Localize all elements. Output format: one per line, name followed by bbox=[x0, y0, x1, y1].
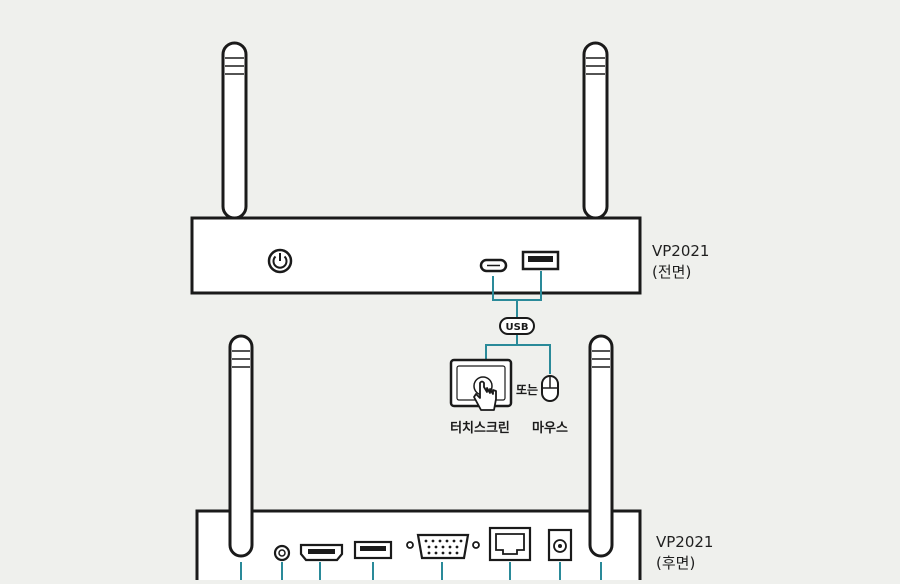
vga-port-icon bbox=[406, 533, 480, 560]
rear-right-antenna bbox=[588, 334, 614, 558]
dc-power-port-icon bbox=[547, 528, 573, 562]
rear-device-body bbox=[195, 509, 642, 584]
front-side-label: (전면) bbox=[652, 263, 692, 281]
usb-badge: USB bbox=[499, 317, 535, 335]
touchscreen-label: 터치스크린 bbox=[450, 420, 510, 436]
usb-c-port-icon bbox=[479, 258, 508, 273]
front-left-antenna bbox=[221, 41, 248, 220]
rear-left-antenna bbox=[228, 334, 254, 558]
power-button-icon bbox=[267, 248, 293, 274]
rear-port-leader-lines bbox=[240, 562, 602, 580]
usb-badge-text: USB bbox=[506, 322, 529, 333]
ethernet-port-icon bbox=[488, 526, 532, 562]
hdmi-port-icon bbox=[299, 543, 344, 562]
rear-side-label: (후면) bbox=[656, 554, 696, 572]
rear-model-label: VP2021 bbox=[656, 533, 714, 551]
usb-connector-lines bbox=[485, 271, 551, 374]
or-text: 또는 bbox=[516, 383, 538, 397]
audio-jack-icon bbox=[273, 544, 291, 562]
touchscreen-icon bbox=[449, 358, 513, 411]
mouse-label: 마우스 bbox=[532, 420, 568, 436]
rear-usb-port-icon bbox=[353, 540, 393, 560]
usb-a-port-icon bbox=[521, 250, 560, 271]
mouse-icon bbox=[541, 375, 559, 402]
front-model-label: VP2021 bbox=[652, 242, 710, 260]
front-right-antenna bbox=[582, 41, 609, 220]
front-device-body bbox=[190, 216, 642, 295]
